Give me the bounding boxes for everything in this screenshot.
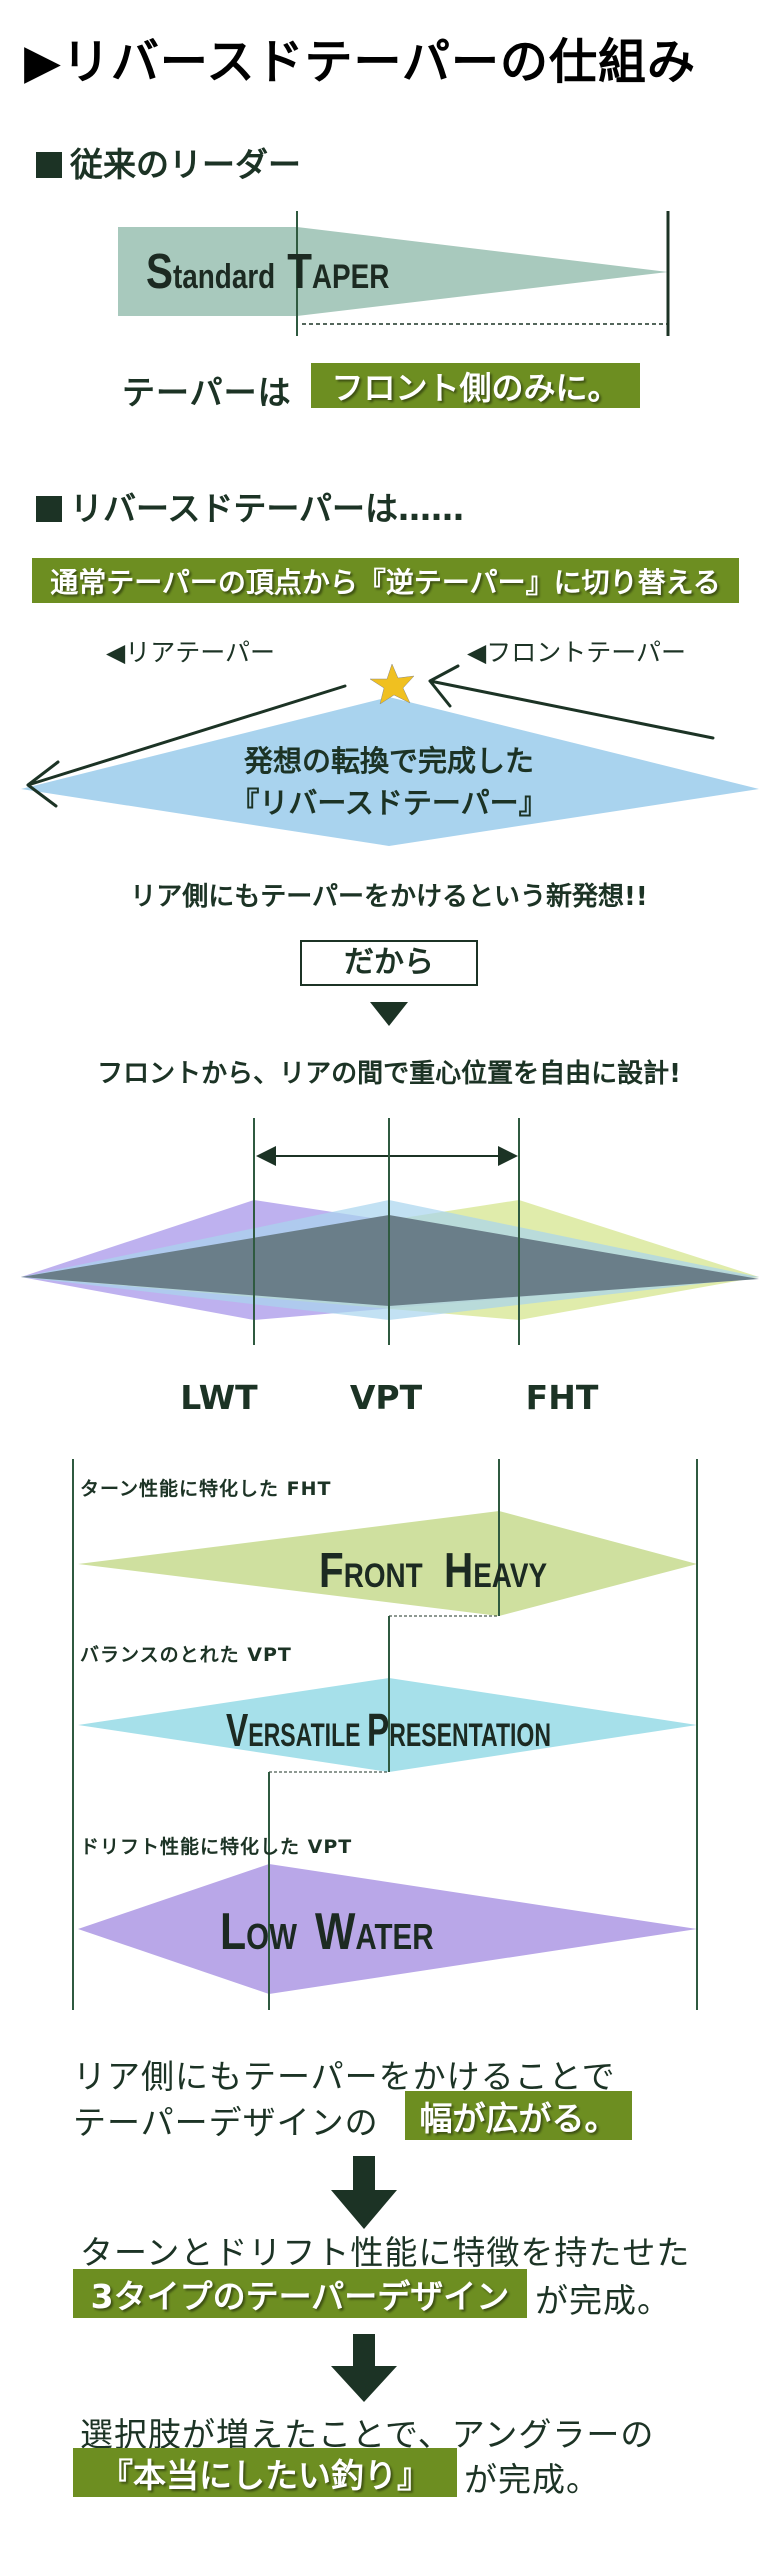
section-heading-standard: 従来のリーダー (36, 138, 301, 186)
low-word: LOW (220, 1903, 297, 1961)
section-heading-text: リバースドテーパーは…… (70, 489, 465, 528)
low-water-label: LOW WATER (220, 1902, 460, 1962)
standard-taper-shape (118, 227, 668, 316)
caption-highlight: フロント側のみに。 (311, 363, 640, 408)
heavy-word: HEAVY (444, 1543, 548, 1598)
fht-caption: ターン性能に特化した FHT (80, 1478, 332, 1500)
front-taper-arrow (428, 664, 715, 740)
range-arrow-left-icon (256, 1146, 276, 1166)
vpt-diamond (78, 1678, 697, 1772)
conclusion-3-highlight: 『本当にしたい釣り』 (73, 2448, 457, 2497)
dakara-box: だから (300, 940, 478, 986)
versatile-word: VERSATILE (226, 1704, 361, 1756)
conclusion-3-suffix: が完成。 (464, 2460, 600, 2499)
conclusion-2-line1: ターンとドリフト性能に特徴を持たせた (80, 2233, 691, 2272)
lwt-label: LWT (180, 1378, 258, 1417)
section-heading-reversed: リバースドテーパーは…… (36, 482, 464, 530)
down-arrow-icon (331, 2156, 397, 2229)
rear-taper-label: ◀リアテーパー (106, 638, 275, 667)
conclusion-1-line1: リア側にもテーパーをかけることで (73, 2057, 616, 2096)
water-word: WATER (315, 1903, 434, 1961)
conclusion-1-highlight: 幅が広がる。 (405, 2091, 632, 2140)
fht-label: FHT (525, 1378, 599, 1417)
conclusion-2-suffix: が完成。 (535, 2281, 671, 2320)
new-idea-text: リア側にもテーパーをかけるという新発想!! (130, 882, 648, 912)
down-triangle-icon (370, 1002, 408, 1026)
diamond-text-line1: 発想の転換で完成した (243, 744, 534, 778)
vpt-caption: バランスのとれた VPT (80, 1644, 292, 1666)
taper-word: TAPER (286, 244, 389, 299)
range-arrow-right-icon (498, 1146, 518, 1166)
caption-prefix: テーパーは (122, 373, 292, 412)
front-taper-label: ◀フロントテーパー (467, 638, 686, 667)
standard-word: Standard (146, 244, 276, 299)
section-heading-text: 従来のリーダー (70, 145, 301, 184)
presentation-word: PRESENTATION (366, 1704, 551, 1756)
square-bullet-icon (36, 152, 62, 178)
lwt-caption: ドリフト性能に特化した VPT (80, 1836, 353, 1858)
reverse-banner: 通常テーパーの頂点から『逆テーパー』に切り替える (32, 558, 739, 603)
rear-taper-arrow (26, 684, 347, 808)
star-icon (369, 663, 415, 705)
diamond-text-line2: 『リバースドテーパー』 (230, 786, 548, 820)
square-bullet-icon (36, 496, 62, 522)
fht-diamond (78, 1511, 697, 1616)
page-title: ▶リバースドテーパーの仕組み (24, 34, 697, 90)
front-word: FRONT (319, 1543, 423, 1598)
conclusion-1-line2: テーパーデザインの (73, 2103, 379, 2142)
front-heavy-label: FRONT HEAVY (319, 1542, 570, 1599)
conclusion-3-line1: 選択肢が増えたことで、アングラーの (80, 2415, 655, 2454)
design-freedom-text: フロントから、リアの間で重心位置を自由に設計! (97, 1059, 681, 1089)
vpt-label: VPT (349, 1378, 423, 1417)
lwt-diamond (78, 1864, 697, 1994)
conclusion-2-highlight: 3タイプのテーパーデザイン (73, 2269, 527, 2318)
down-arrow-icon (331, 2334, 397, 2402)
reversed-taper-diamond (21, 697, 759, 846)
